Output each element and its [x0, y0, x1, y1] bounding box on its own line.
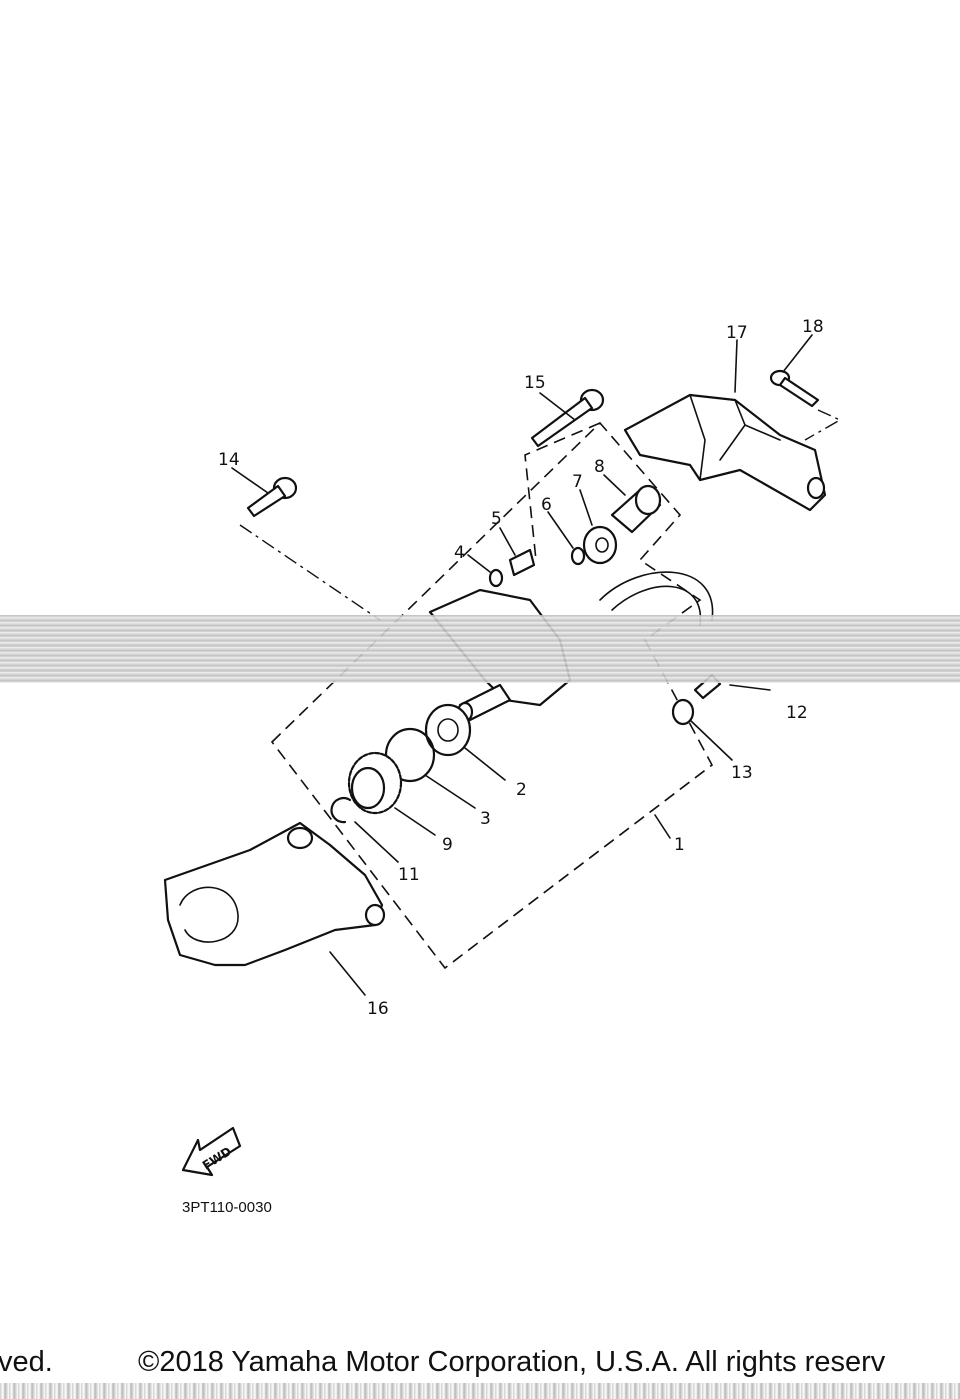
part-16-housing — [163, 821, 386, 967]
part-7-nut — [582, 525, 618, 565]
copyright-footer: ved. ©2018 Yamaha Motor Corporation, U.S… — [0, 1346, 960, 1386]
part-17-bracket — [623, 393, 827, 512]
callout-11: 11 — [398, 865, 420, 885]
callout-13: 13 — [731, 763, 753, 783]
callout-labels: 17 18 15 14 8 7 6 5 4 12 13 2 3 9 11 1 1… — [218, 317, 824, 1019]
callout-14: 14 — [218, 450, 240, 470]
part-11-clip — [330, 797, 352, 824]
scan-noise-bottom — [0, 1383, 960, 1399]
callout-2: 2 — [516, 780, 527, 800]
callout-15: 15 — [524, 373, 546, 393]
callout-1: 1 — [674, 835, 685, 855]
diagram-code: 3PT110-0030 — [182, 1199, 272, 1216]
scan-noise-band — [0, 615, 960, 683]
callout-8: 8 — [594, 457, 605, 477]
part-14-bolt — [246, 476, 298, 518]
part-8-plug — [610, 484, 662, 534]
callout-7: 7 — [572, 472, 583, 492]
part-5-bolt — [508, 548, 536, 577]
assembly-outline — [270, 421, 714, 970]
part-4-washer — [488, 568, 504, 588]
callout-17: 17 — [726, 323, 748, 343]
fwd-arrow-icon: FWD — [181, 1126, 242, 1177]
callout-16: 16 — [367, 999, 389, 1019]
leader-lines — [231, 334, 842, 996]
callout-18: 18 — [802, 317, 824, 337]
part-2-bearing — [424, 703, 472, 757]
part-6-washer — [570, 546, 586, 566]
part-15-bolt — [530, 388, 605, 448]
callout-6: 6 — [541, 495, 552, 515]
callout-12: 12 — [786, 703, 808, 723]
callout-9: 9 — [442, 835, 453, 855]
part-18-screw — [769, 369, 820, 408]
part-9-gear — [347, 751, 403, 815]
footer-fragment: ved. — [0, 1346, 53, 1378]
callout-4: 4 — [454, 543, 465, 563]
copyright-text: ©2018 Yamaha Motor Corporation, U.S.A. A… — [138, 1346, 886, 1378]
callout-3: 3 — [480, 809, 491, 829]
part-13-collar — [671, 698, 695, 726]
part-12-hose — [599, 571, 714, 626]
callout-5: 5 — [491, 509, 502, 529]
